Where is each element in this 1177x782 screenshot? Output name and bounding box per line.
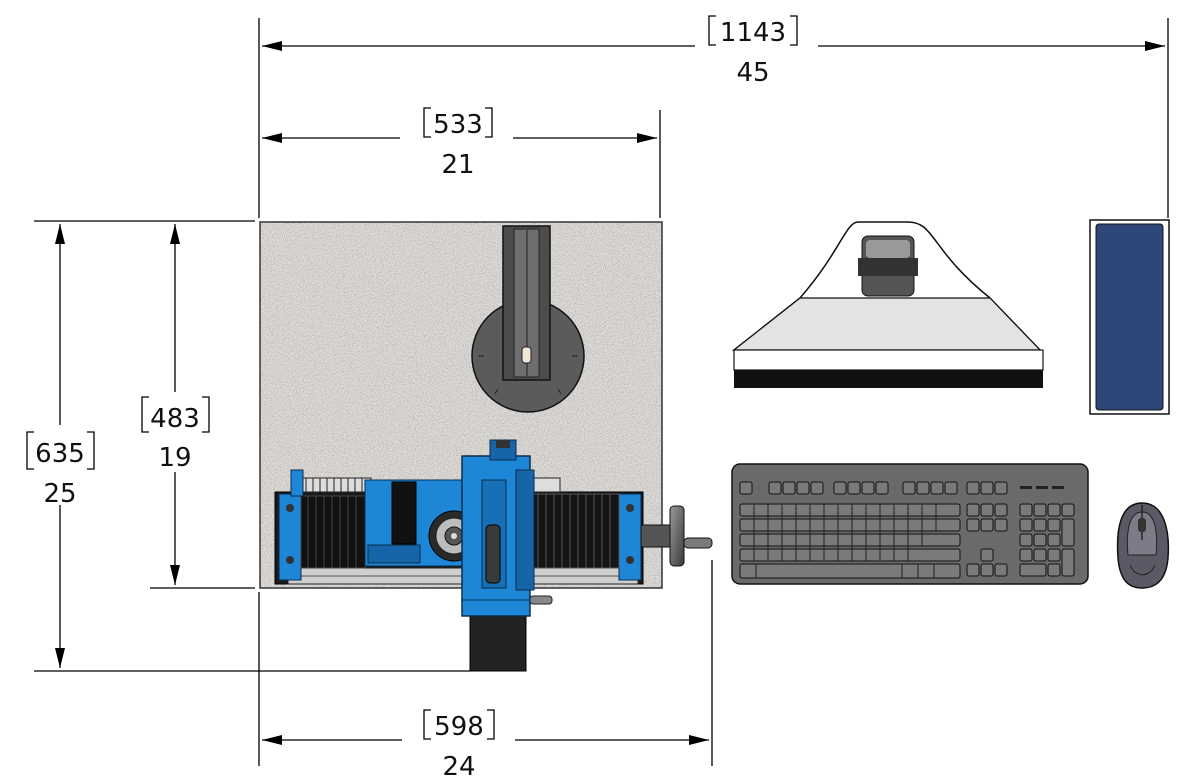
keyboard <box>731 463 1089 585</box>
rotary-fixture <box>471 225 585 413</box>
granite-width-in: 21 <box>441 150 474 180</box>
overall-width-in: 45 <box>736 58 769 88</box>
overall-depth-mm: 635 <box>35 439 85 469</box>
monitor <box>731 221 1044 388</box>
granite-depth-in: 19 <box>158 443 191 473</box>
overall-depth-in: 25 <box>43 479 76 509</box>
granite-width-mm: 533 <box>433 110 483 140</box>
machine-column <box>461 439 553 672</box>
mouse <box>1116 502 1170 589</box>
machine-width-in: 24 <box>442 752 475 782</box>
pc-tower <box>1089 219 1170 415</box>
dimension-granite-depth: 483 19 <box>141 224 210 585</box>
granite-depth-mm: 483 <box>150 404 200 434</box>
dimension-overall-depth: 635 25 <box>26 224 95 668</box>
dimension-machine-width: 598 24 <box>262 709 709 782</box>
extension-lines <box>34 18 1169 766</box>
overall-width-mm: 1143 <box>720 18 786 48</box>
machine-width-mm: 598 <box>434 712 484 742</box>
dimension-overall-width: 1143 45 <box>262 15 1165 88</box>
dimension-granite-width: 533 21 <box>262 107 657 180</box>
